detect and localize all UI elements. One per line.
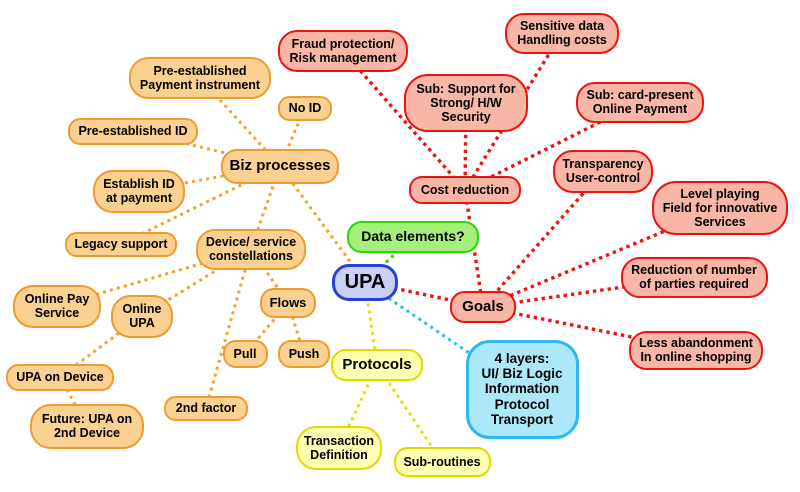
edge-upa--four-layers: [364, 280, 523, 391]
node-four-layers[interactable]: 4 layers: UI/ Biz Logic Information Prot…: [465, 339, 579, 439]
node-flows[interactable]: Flows: [260, 288, 316, 318]
node-label: Pre-established ID: [78, 123, 188, 138]
node-online-pay-service[interactable]: Online Pay Service: [13, 284, 101, 328]
node-label: Goals: [462, 297, 504, 315]
edge-biz-processes--upa: [278, 165, 367, 283]
node-label: Reduction of number of parties required: [631, 262, 757, 291]
node-label: Sub: Support for Strong/ H/W Security: [416, 81, 516, 125]
node-label: Protocols: [342, 355, 412, 373]
node-label: Data elements?: [361, 228, 465, 245]
node-legacy-support[interactable]: Legacy support: [65, 231, 177, 257]
edge-biz-processes--pre-established-payment-instrument: [198, 76, 282, 168]
edge-goals--cost-reduction: [463, 189, 485, 308]
edge-cost-reduction--fraud-protection-risk-management: [341, 49, 467, 192]
node-biz-processes[interactable]: Biz processes: [221, 148, 339, 184]
node-label: Sub-routines: [403, 454, 481, 469]
node-push[interactable]: Push: [278, 340, 330, 368]
node-protocols[interactable]: Protocols: [331, 349, 423, 381]
node-sub-card-present-online-payment[interactable]: Sub: card-present Online Payment: [576, 81, 704, 123]
node-upa-on-device[interactable]: UPA on Device: [6, 363, 114, 391]
node-label: Pre-established Payment instrument: [139, 63, 261, 92]
node-establish-id-at-payment[interactable]: Establish ID at payment: [93, 169, 185, 213]
node-label: Biz processes: [229, 156, 331, 174]
node-label: Fraud protection/ Risk management: [289, 36, 397, 65]
node-upa[interactable]: UPA: [332, 263, 398, 301]
node-label: Transparency User-control: [562, 156, 644, 185]
edge-device-service-constellations--second-factor: [204, 248, 253, 409]
node-pull[interactable]: Pull: [222, 340, 268, 368]
node-label: UPA: [344, 270, 386, 293]
node-pre-established-payment-instrument[interactable]: Pre-established Payment instrument: [129, 57, 271, 99]
edge-protocols--sub-routines: [375, 364, 444, 463]
node-label: Pull: [233, 346, 257, 361]
node-label: Flows: [269, 294, 307, 310]
node-label: Less abandonment In online shopping: [639, 335, 753, 364]
node-device-service-constellations[interactable]: Device/ service constellations: [196, 228, 306, 270]
node-data-elements[interactable]: Data elements?: [347, 221, 479, 253]
edge-goals--level-playing-field: [482, 206, 721, 309]
node-future-upa-on-2nd-device[interactable]: Future: UPA on 2nd Device: [30, 403, 144, 449]
edge-cost-reduction--sensitive-data-handling-costs: [463, 32, 564, 191]
edge-goals--transparency-user-control: [481, 169, 605, 309]
node-label: Transaction Definition: [303, 433, 375, 462]
node-transaction-definition[interactable]: Transaction Definition: [296, 426, 382, 470]
node-label: Future: UPA on 2nd Device: [41, 411, 133, 440]
node-less-abandonment[interactable]: Less abandonment In online shopping: [629, 330, 763, 370]
node-label: Sub: card-present Online Payment: [586, 87, 694, 116]
node-label: UPA on Device: [16, 369, 104, 384]
node-pre-established-id[interactable]: Pre-established ID: [68, 117, 198, 145]
node-label: Legacy support: [74, 236, 168, 251]
node-label: Sensitive data Handling costs: [517, 18, 607, 47]
node-label: Online Pay Service: [24, 291, 90, 320]
node-label: Level playing Field for innovative Servi…: [662, 186, 778, 230]
edge-upa--goals: [364, 280, 484, 309]
node-level-playing-field[interactable]: Level playing Field for innovative Servi…: [652, 181, 788, 235]
node-label: Device/ service constellations: [205, 234, 297, 263]
node-label: Push: [288, 346, 320, 361]
node-label: Establish ID at payment: [103, 176, 175, 205]
node-sub-routines[interactable]: Sub-routines: [393, 447, 491, 477]
node-transparency-user-control[interactable]: Transparency User-control: [553, 149, 653, 193]
node-label: Cost reduction: [420, 182, 510, 197]
node-sub-support-strong-hw-security[interactable]: Sub: Support for Strong/ H/W Security: [404, 74, 528, 132]
node-label: Online UPA: [122, 301, 162, 330]
node-reduction-of-parties[interactable]: Reduction of number of parties required: [620, 256, 768, 298]
node-label: 2nd factor: [175, 400, 237, 415]
node-fraud-protection-risk-management[interactable]: Fraud protection/ Risk management: [278, 30, 408, 72]
node-cost-reduction[interactable]: Cost reduction: [409, 176, 521, 204]
node-sensitive-data-handling-costs[interactable]: Sensitive data Handling costs: [505, 12, 619, 54]
node-online-upa[interactable]: Online UPA: [111, 294, 173, 338]
node-no-id[interactable]: No ID: [278, 95, 332, 121]
node-label: No ID: [288, 100, 322, 115]
node-second-factor[interactable]: 2nd factor: [164, 395, 248, 421]
node-label: 4 layers: UI/ Biz Logic Information Prot…: [481, 350, 563, 427]
node-goals[interactable]: Goals: [450, 291, 516, 323]
